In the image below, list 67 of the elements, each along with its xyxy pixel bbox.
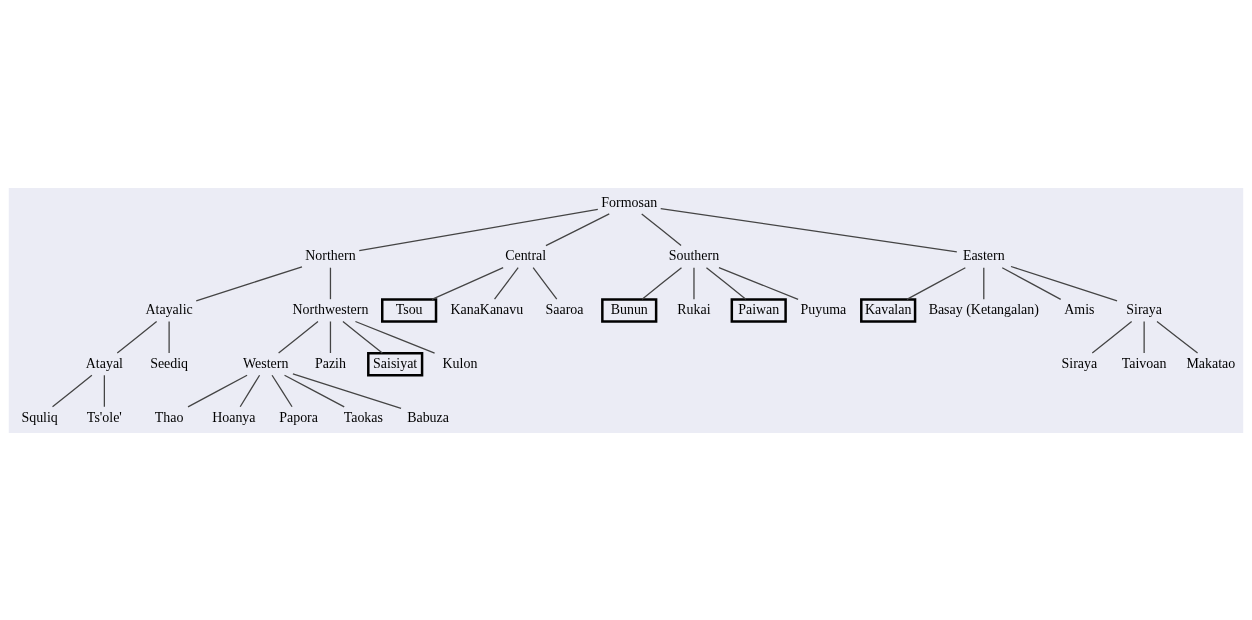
connector [545,212,610,246]
node-text: Taokas [343,409,383,425]
node-text: Puyuma [800,301,847,317]
node-box: Bunun [601,297,658,323]
connector [641,266,683,300]
connector [693,266,695,300]
connector [532,266,558,300]
node-text: Northern [305,247,356,263]
connector [51,374,93,407]
node-text: Rukai [677,301,711,317]
node-text: Southern [668,247,720,263]
node-text: Papora [279,409,318,425]
node-box: Tsou [381,297,438,323]
node-text: Thao [154,409,184,425]
node-box: Paiwan [730,297,787,323]
connector [358,208,599,251]
connector [1001,266,1062,300]
node-text: Taivoan [1121,355,1167,371]
node-box: Saisiyat [367,351,424,376]
node-text: Kulon [442,355,478,371]
connector [354,320,436,354]
node-text: Ts'ole' [86,409,122,425]
node-text: Western [243,355,289,371]
node-text: Formosan [601,194,658,210]
connector [116,320,158,354]
node-text: Pazih [314,355,346,371]
connector [168,320,170,354]
connector [1010,265,1118,301]
node-text: Amis [1064,301,1095,317]
connector [1143,320,1145,354]
node-box: Kavalan [860,297,917,323]
connector [239,374,261,407]
node-text: Northwestern [292,301,369,317]
connector [493,266,519,300]
connector [718,266,799,300]
node-text: Atayal [85,355,123,371]
connector [283,374,345,408]
connector [342,320,383,354]
connector [329,320,332,354]
node-text: Squliq [21,409,58,425]
connector [431,266,504,300]
connector [103,374,106,407]
connector [277,320,319,354]
node-text: Central [505,247,547,263]
connector [195,265,303,301]
node-text: Makatao [1186,355,1236,371]
node-text: Siraya [1126,301,1162,317]
node-text: Eastern [962,247,1005,263]
connector [906,266,966,300]
node-text: Basay (Ketangalan) [928,301,1039,317]
connector [329,266,332,300]
node-text: KanaKanavu [450,301,524,317]
connector [187,374,248,408]
node-text: Babuza [407,409,449,425]
node-text: Siraya [1061,355,1098,371]
connector [1156,320,1199,354]
connector [983,266,985,300]
connector [660,207,958,252]
connector [292,372,402,409]
connector [705,266,747,300]
connector [1091,320,1133,354]
node-text: Atayalic [145,301,193,317]
node-text: Hoanya [212,409,256,425]
connector [271,374,293,407]
node-text: Saaroa [545,301,584,317]
node-text: Seediq [150,355,189,371]
connector [641,212,682,246]
